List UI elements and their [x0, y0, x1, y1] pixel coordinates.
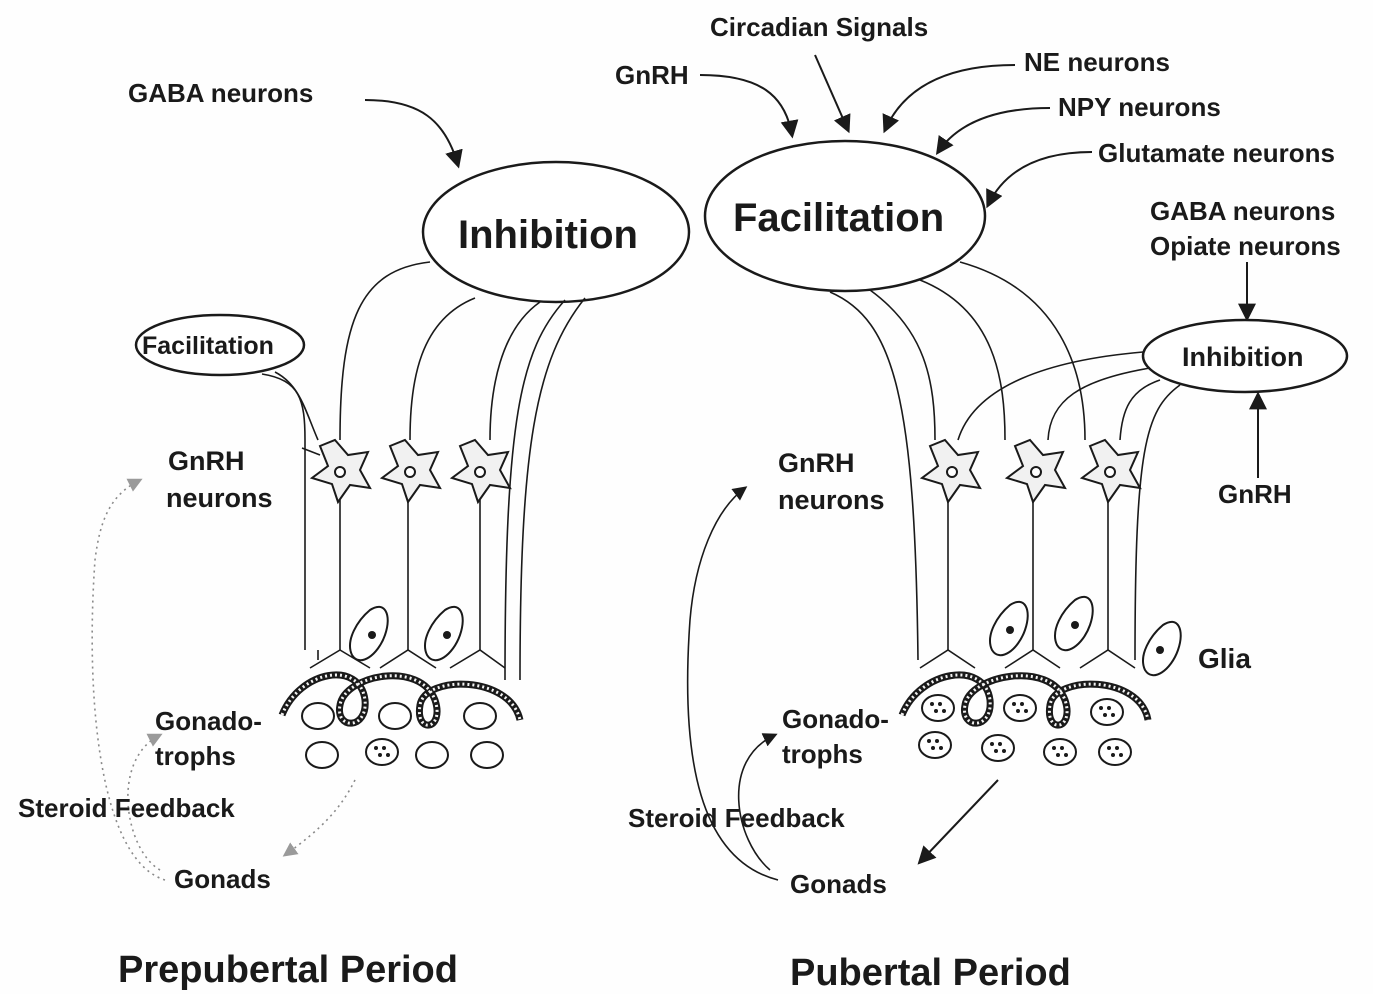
opiate-label: Opiate neurons: [1150, 231, 1341, 261]
terminal-left: [310, 650, 505, 668]
gnrh-neuron-r1: [922, 440, 980, 650]
facilitation-fiber-r3: [920, 280, 1005, 440]
glia-cell-r1: [990, 602, 1028, 655]
glia-cell-r2: [1055, 597, 1093, 650]
pubertal-panel: Circadian Signals GnRH NE neurons NPY ne…: [615, 12, 1347, 994]
gnrh-neurons-label-left-1: GnRH: [168, 446, 245, 476]
gnrh-neuron-2: [382, 440, 440, 650]
gonadotrophs-left: [302, 703, 503, 768]
gnrh-neurons-label-left-2: neurons: [166, 483, 273, 513]
glutamate-label: Glutamate neurons: [1098, 138, 1335, 168]
gnrh-input-arrow: [700, 75, 792, 135]
npy-label: NPY neurons: [1058, 92, 1221, 122]
gonadotrophs-label-left-1: Gonado-: [155, 706, 262, 736]
facilitation-fiber-r4: [960, 262, 1085, 440]
inhibition-fiber-4: [505, 300, 565, 680]
gaba-arrow: [365, 100, 458, 165]
gonads-label-left: Gonads: [174, 864, 271, 894]
circadian-label: Circadian Signals: [710, 12, 928, 42]
gnrh-neuron-1: [302, 440, 370, 650]
inhibition-fiber-5: [520, 298, 585, 680]
ne-label: NE neurons: [1024, 47, 1170, 77]
inhibition-fiber-r2: [1048, 368, 1150, 440]
facilitation-fiber-2: [275, 372, 318, 440]
glia-label: Glia: [1198, 643, 1251, 674]
ne-arrow: [885, 65, 1015, 130]
inhibition-fiber-1: [340, 262, 430, 440]
npy-arrow: [938, 108, 1050, 152]
glia-cell-left-2: [425, 607, 463, 660]
gonads-label-right: Gonads: [790, 869, 887, 899]
inhibition-fiber-2: [410, 298, 475, 440]
gaba-label-right: GABA neurons: [1150, 196, 1335, 226]
glutamate-arrow: [988, 152, 1092, 205]
prepubertal-panel: GABA neurons Inhibition Facilitation GnR…: [18, 78, 689, 991]
pubertal-title: Pubertal Period: [790, 952, 1071, 994]
gaba-label-left: GABA neurons: [128, 78, 313, 108]
gonadotrophs-label-right-1: Gonado-: [782, 704, 889, 734]
gnrh-neurons-label-right-2: neurons: [778, 485, 885, 515]
steroid-feedback-label-right: Steroid Feedback: [628, 803, 845, 833]
gnrh-bottom-label: GnRH: [1218, 479, 1292, 509]
inhibition-label-left: Inhibition: [458, 213, 638, 257]
glia-cell-left-1: [350, 607, 388, 660]
gonadotrophs-to-gonads-arrow-left: [285, 780, 355, 855]
gnrh-top-label: GnRH: [615, 60, 689, 90]
gonadotrophs-right: [919, 695, 1131, 765]
gonadotrophs-label-right-2: trophs: [782, 739, 863, 769]
facilitation-label-left: Facilitation: [142, 332, 274, 360]
steroid-feedback-label-left: Steroid Feedback: [18, 793, 235, 823]
facilitation-label-right: Facilitation: [733, 196, 944, 240]
glia-cell-r3: [1143, 622, 1181, 675]
inhibition-fiber-r4: [1135, 385, 1180, 660]
circadian-arrow: [815, 55, 848, 130]
inhibition-label-right: Inhibition: [1182, 342, 1303, 372]
gonadotrophs-to-gonads-arrow-right: [920, 780, 998, 862]
prepubertal-title: Prepubertal Period: [118, 949, 458, 991]
inhibition-fiber-r3: [1120, 380, 1160, 440]
gonadotrophs-label-left-2: trophs: [155, 741, 236, 771]
gnrh-neurons-label-right-1: GnRH: [778, 448, 855, 478]
inhibition-fiber-3: [490, 302, 540, 440]
terminal-right: [920, 650, 1135, 668]
